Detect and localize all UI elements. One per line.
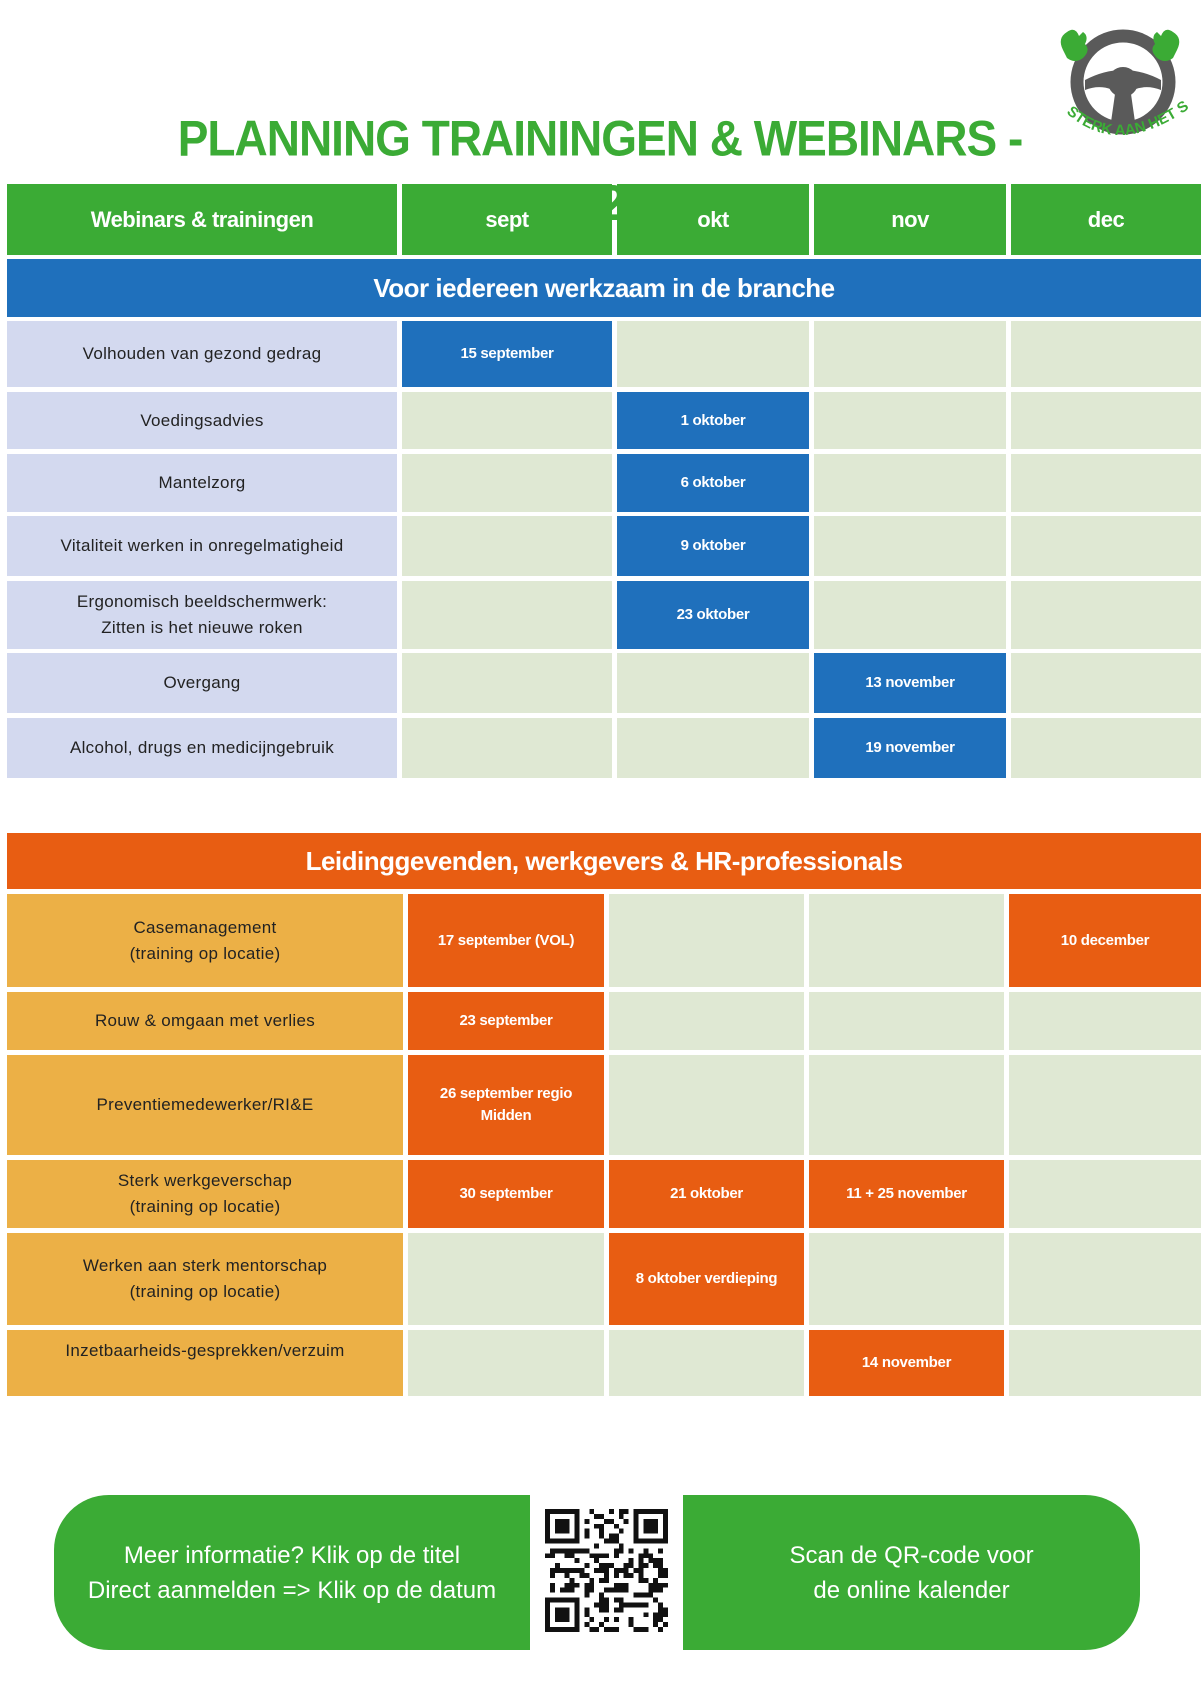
empty-cell	[617, 321, 809, 387]
event-date[interactable]: 19 november	[814, 718, 1006, 778]
empty-cell	[402, 653, 612, 713]
event-date[interactable]: 23 oktober	[617, 581, 809, 649]
empty-cell	[402, 516, 612, 576]
empty-cell	[1011, 321, 1201, 387]
empty-cell	[1009, 992, 1201, 1050]
empty-cell	[617, 653, 809, 713]
training-title[interactable]: Voedingsadvies	[7, 392, 397, 449]
event-date[interactable]: 23 september	[408, 992, 604, 1050]
event-date[interactable]: 9 oktober	[617, 516, 809, 576]
event-date[interactable]: 17 september (VOL)	[408, 894, 604, 987]
training-title[interactable]: Vitaliteit werken in onregelmatigheid	[7, 516, 397, 576]
empty-cell	[408, 1233, 604, 1325]
empty-cell	[1011, 718, 1201, 778]
empty-cell	[609, 894, 804, 987]
empty-cell	[1009, 1055, 1201, 1155]
page-title[interactable]: PLANNING TRAININGEN & WEBINARS - 2025	[177, 109, 1024, 231]
empty-cell	[402, 454, 612, 512]
empty-cell	[809, 992, 1004, 1050]
qr-code[interactable]	[545, 1508, 668, 1633]
empty-cell	[1011, 516, 1201, 576]
training-title[interactable]: Alcohol, drugs en medicijngebruik	[7, 718, 397, 778]
event-date[interactable]: 14 november	[809, 1330, 1004, 1396]
empty-cell	[809, 1233, 1004, 1325]
event-date[interactable]: 8 oktober verdieping	[609, 1233, 804, 1325]
empty-cell	[402, 581, 612, 649]
event-date[interactable]: 15 september	[402, 321, 612, 387]
training-title[interactable]: Preventiemedewerker/RI&E	[7, 1055, 403, 1155]
empty-cell	[1009, 1330, 1201, 1396]
empty-cell	[814, 581, 1006, 649]
header-label: Webinars & trainingen	[7, 184, 397, 255]
empty-cell	[814, 321, 1006, 387]
empty-cell	[814, 392, 1006, 449]
event-date[interactable]: 21 oktober	[609, 1160, 804, 1228]
empty-cell	[1009, 1233, 1201, 1325]
header-month-3: dec	[1011, 184, 1201, 255]
event-date[interactable]: 11 + 25 november	[809, 1160, 1004, 1228]
event-date[interactable]: 30 september	[408, 1160, 604, 1228]
empty-cell	[1011, 653, 1201, 713]
training-title[interactable]: Volhouden van gezond gedrag	[7, 321, 397, 387]
training-title[interactable]: Mantelzorg	[7, 454, 397, 512]
training-title[interactable]: Rouw & omgaan met verlies	[7, 992, 403, 1050]
empty-cell	[1011, 454, 1201, 512]
section-title-branche: Voor iedereen werkzaam in de branche	[7, 259, 1201, 317]
event-date[interactable]: 6 oktober	[617, 454, 809, 512]
empty-cell	[609, 992, 804, 1050]
header-month-1: okt	[617, 184, 809, 255]
qr-info-pill: Scan de QR-code voor de online kalender	[683, 1495, 1140, 1650]
event-date[interactable]: 10 december	[1009, 894, 1201, 987]
training-title[interactable]: Casemanagement (training op locatie)	[7, 894, 403, 987]
training-title[interactable]: Inzetbaarheids-gesprekken/verzuim	[7, 1330, 403, 1396]
header-month-2: nov	[814, 184, 1006, 255]
empty-cell	[1009, 1160, 1201, 1228]
training-title[interactable]: Werken aan sterk mentorschap (training o…	[7, 1233, 403, 1325]
event-date[interactable]: 13 november	[814, 653, 1006, 713]
header-month-0: sept	[402, 184, 612, 255]
empty-cell	[402, 392, 612, 449]
empty-cell	[617, 718, 809, 778]
empty-cell	[1011, 581, 1201, 649]
empty-cell	[408, 1330, 604, 1396]
training-title[interactable]: Ergonomisch beeldschermwerk: Zitten is h…	[7, 581, 397, 649]
empty-cell	[1011, 392, 1201, 449]
event-date[interactable]: 26 september regio Midden	[408, 1055, 604, 1155]
training-title[interactable]: Overgang	[7, 653, 397, 713]
training-title[interactable]: Sterk werkgeverschap (training op locati…	[7, 1160, 403, 1228]
empty-cell	[809, 894, 1004, 987]
empty-cell	[609, 1055, 804, 1155]
info-pill: Meer informatie? Klik op de titel Direct…	[54, 1495, 530, 1650]
section-title-leidinggevenden: Leidinggevenden, werkgevers & HR-profess…	[7, 833, 1201, 889]
empty-cell	[809, 1055, 1004, 1155]
event-date[interactable]: 1 oktober	[617, 392, 809, 449]
sterk-aan-het-stuur-logo: STERK AAN HET STUUR	[1045, 10, 1192, 139]
empty-cell	[814, 454, 1006, 512]
empty-cell	[402, 718, 612, 778]
empty-cell	[609, 1330, 804, 1396]
empty-cell	[814, 516, 1006, 576]
